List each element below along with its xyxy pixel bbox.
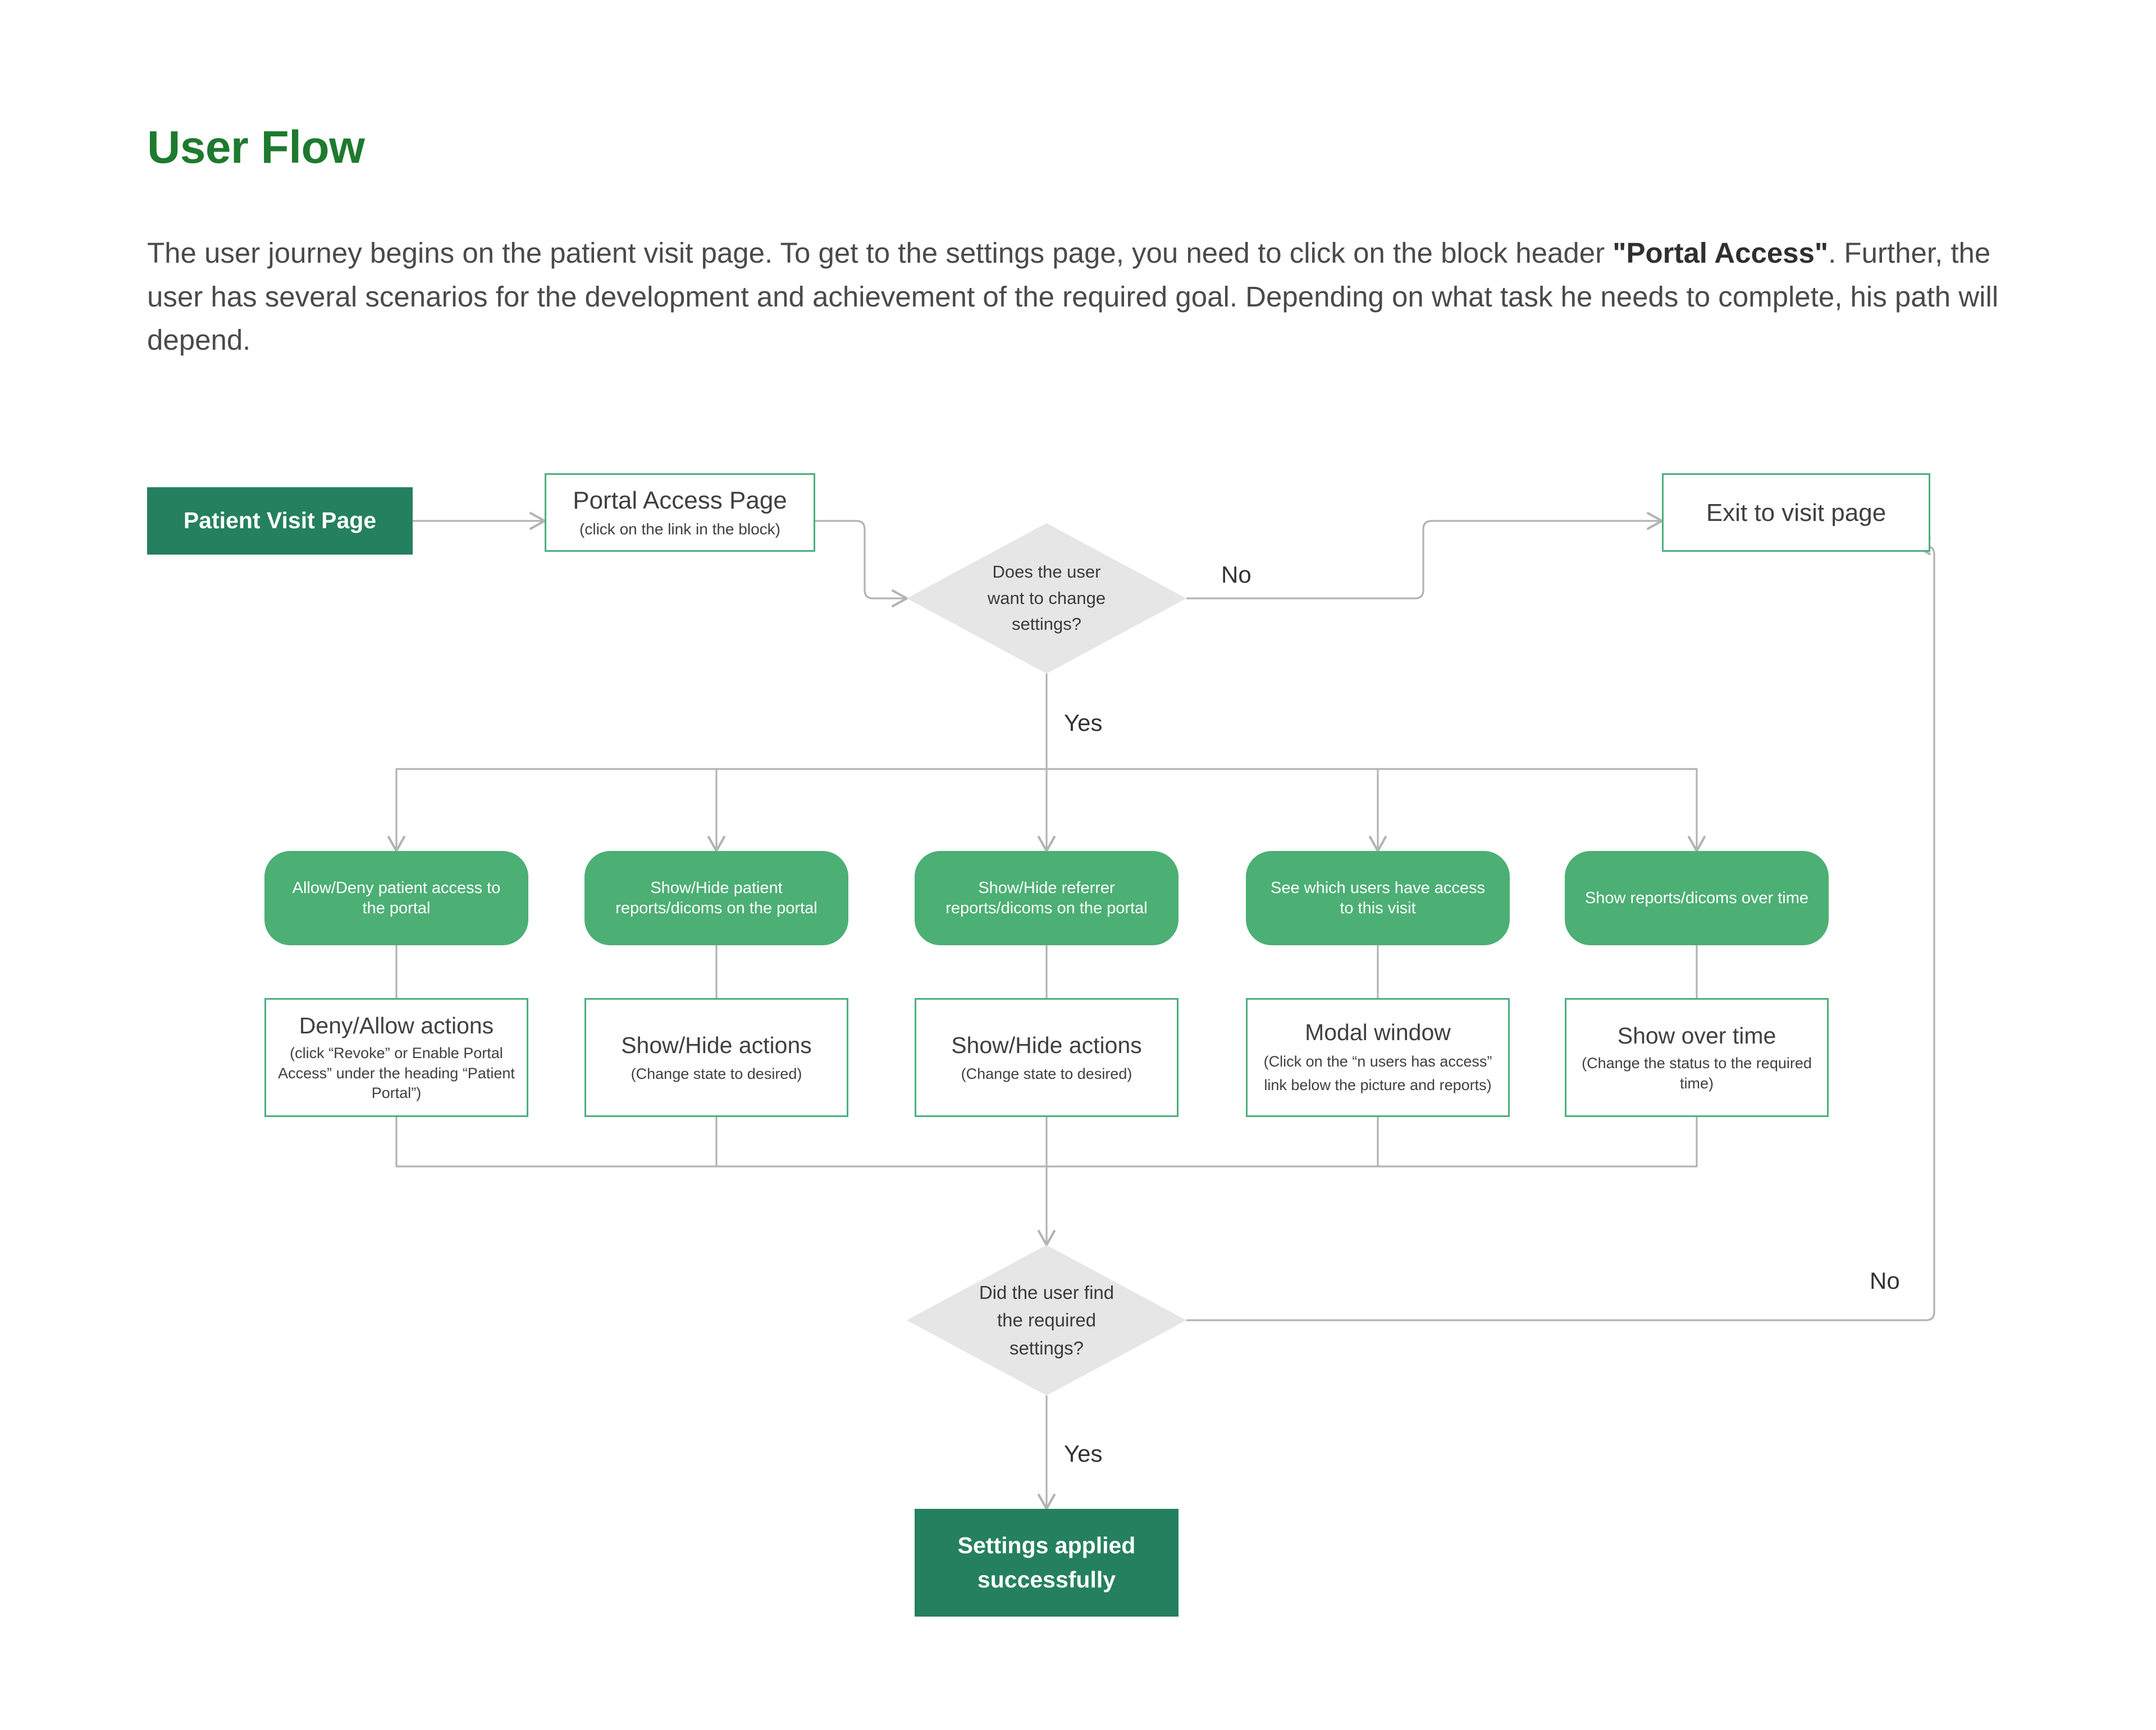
node-label: Did the user find the required settings? [979, 1279, 1114, 1362]
node-label: Show/Hide patient reports/dicoms on the … [615, 878, 817, 917]
node-subtitle: (click “Revoke” or Enable Portal Access”… [278, 1045, 515, 1102]
intro-text-bold: "Portal Access" [1613, 237, 1829, 269]
node-action-deny-allow[interactable]: Deny/Allow actions (click “Revoke” or En… [264, 998, 528, 1117]
connector-portal-to-decision1 [815, 520, 910, 608]
node-title: Modal window [1305, 1019, 1451, 1045]
decision-line-2: want to change [987, 588, 1106, 608]
edge-label-no-decision2: No [1870, 1267, 1900, 1294]
node-option-show-hide-patient-reports[interactable]: Show/Hide patient reports/dicoms on the … [584, 851, 848, 945]
intro-text-after: . Further, the user has several scenario… [147, 237, 1999, 356]
node-settings-applied-successfully[interactable]: Settings applied successfully [915, 1509, 1179, 1617]
node-label: Does the user want to change settings? [988, 559, 1106, 638]
decision-line-1: Does the user [992, 562, 1101, 582]
decision-line-2: the required [997, 1310, 1097, 1331]
intro-text-before: The user journey begins on the patient v… [147, 237, 1613, 269]
end-line-2: successfully [977, 1567, 1116, 1592]
node-exit-to-visit-page[interactable]: Exit to visit page [1662, 473, 1930, 552]
node-action-modal-window[interactable]: Modal window (Click on the “n users has … [1246, 998, 1510, 1117]
node-label: Allow/Deny patient access to the portal [292, 878, 501, 917]
edge-label-no-decision1: No [1221, 561, 1251, 588]
node-decision-change-settings[interactable]: Does the user want to change settings? [907, 523, 1186, 674]
node-label: Patient Visit Page [183, 507, 377, 534]
node-title: Show over time [1617, 1022, 1776, 1049]
decision-line-3: settings? [1011, 614, 1082, 634]
node-option-see-users-with-access[interactable]: See which users have access to this visi… [1246, 851, 1510, 945]
intro-paragraph: The user journey begins on the patient v… [147, 231, 2017, 362]
node-title: Portal Access Page [573, 487, 787, 515]
decision-line-3: settings? [1009, 1337, 1084, 1358]
decision-line-1: Did the user find [979, 1282, 1114, 1303]
node-portal-access-page[interactable]: Portal Access Page (click on the link in… [545, 473, 815, 552]
node-subtitle: (Change state to desired) [961, 1065, 1132, 1082]
node-patient-visit-page[interactable]: Patient Visit Page [147, 487, 413, 555]
node-decision-found-settings[interactable]: Did the user find the required settings? [907, 1245, 1186, 1395]
node-label: See which users have access to this visi… [1270, 878, 1486, 917]
node-label: Exit to visit page [1706, 498, 1886, 527]
node-option-show-hide-referrer-reports[interactable]: Show/Hide referrer reports/dicoms on the… [915, 851, 1179, 945]
node-title: Show/Hide actions [951, 1032, 1142, 1058]
connector-decision1-no-to-exit [1186, 511, 1665, 599]
node-title: Deny/Allow actions [299, 1012, 494, 1038]
node-action-show-over-time[interactable]: Show over time (Change the status to the… [1565, 998, 1829, 1117]
node-title: Show/Hide actions [621, 1032, 812, 1058]
node-action-show-hide-patient[interactable]: Show/Hide actions (Change state to desir… [584, 998, 848, 1117]
edge-label-yes-decision1: Yes [1064, 710, 1103, 736]
end-line-1: Settings applied [957, 1532, 1136, 1558]
node-subtitle: (Click on the “n users has access” link … [1263, 1052, 1492, 1093]
node-subtitle: (click on the link in the block) [579, 520, 780, 538]
node-action-show-hide-referrer[interactable]: Show/Hide actions (Change state to desir… [915, 998, 1179, 1117]
node-label: Show/Hide referrer reports/dicoms on the… [945, 878, 1148, 917]
node-label: Show reports/dicoms over time [1584, 889, 1809, 907]
page-title: User Flow [147, 122, 365, 173]
node-option-allow-deny-patient-access[interactable]: Allow/Deny patient access to the portal [264, 851, 528, 945]
edge-label-yes-decision2: Yes [1064, 1440, 1103, 1467]
node-subtitle: (Change the status to the required time) [1582, 1055, 1812, 1092]
node-subtitle: (Change state to desired) [631, 1065, 802, 1082]
node-option-show-reports-over-time[interactable]: Show reports/dicoms over time [1565, 851, 1829, 945]
